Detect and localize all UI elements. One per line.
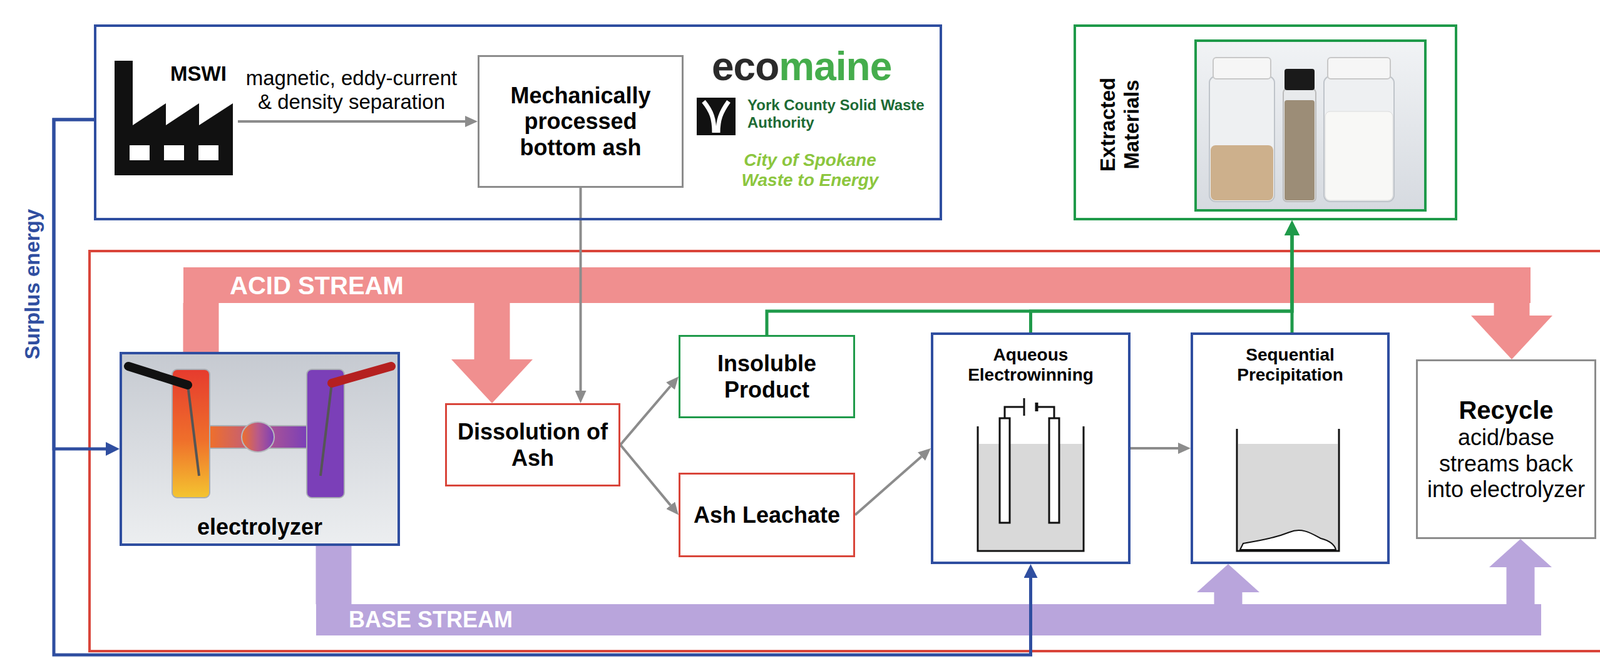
- electrode: [999, 418, 1010, 523]
- precipitate: [1240, 530, 1336, 550]
- sand-fraction: [1210, 145, 1274, 201]
- product-panel: Extracted Materials: [1073, 24, 1458, 221]
- icon-label: MSWI: [160, 61, 236, 86]
- process-note: magnetic, eddy-current & density separat…: [245, 66, 459, 114]
- node-label: Sequential Precipitation: [1198, 344, 1383, 385]
- beaker: [1236, 428, 1339, 551]
- stream-label: BASE STREAM: [348, 606, 513, 633]
- node-label: Mechanically processed bottom ash: [485, 82, 676, 161]
- battery-symbol: [1023, 398, 1026, 416]
- battery-symbol: [1035, 402, 1039, 412]
- powder-fraction: [1325, 111, 1393, 201]
- flow-arrow: [855, 456, 922, 515]
- process-box: Ash Leachate: [678, 472, 856, 558]
- logo-text: York County Solid Waste Authority: [747, 96, 936, 131]
- process-box: Sequential Precipitation: [1190, 332, 1390, 565]
- jar: [1323, 76, 1395, 202]
- factory-window: [198, 145, 219, 161]
- factory-window: [164, 145, 185, 161]
- panel-title: Extracted Materials: [1096, 61, 1144, 188]
- node-label: electrolyzer: [125, 513, 394, 540]
- product-arrow: [766, 235, 1293, 335]
- jar: [1209, 76, 1275, 202]
- wire: [1004, 406, 1055, 419]
- electrode: [320, 383, 332, 476]
- product-arrow: [1030, 235, 1293, 333]
- acid-tube: [172, 369, 210, 498]
- black-lead: [128, 366, 188, 385]
- incinerator-icon: MSWI: [112, 59, 238, 176]
- node-label: Recycle: [1422, 395, 1590, 425]
- stream-band-fill: [316, 604, 1542, 636]
- node-label: acid/base streams back into electrolyzer: [1422, 424, 1590, 503]
- logo-text: City of Spokane Waste to Energy: [722, 150, 898, 191]
- metal-fraction: [1284, 100, 1315, 201]
- source-panel: ecomaineYork County Solid Waste Authorit…: [93, 24, 943, 221]
- electrode: [187, 384, 200, 476]
- energy-line: [53, 119, 1031, 655]
- electrolyzer-cell: electrolyzer: [119, 351, 400, 546]
- node-label: Ash Leachate: [684, 502, 850, 528]
- node-label: Dissolution of Ash: [450, 418, 615, 471]
- stream-label: ACID STREAM: [229, 271, 404, 300]
- process-box: Dissolution of Ash: [445, 403, 621, 487]
- flow-arrow: [620, 386, 671, 446]
- stream-band-fill: [183, 267, 1531, 303]
- electrolyte: [979, 443, 1083, 550]
- product-arrow: [1290, 235, 1294, 333]
- jar-cap: [1213, 57, 1271, 79]
- energy-line: [53, 119, 106, 449]
- recycle-box: Recycleacid/base streams back into elect…: [1415, 359, 1597, 539]
- beaker: [977, 426, 1084, 551]
- flow-arrow: [620, 445, 671, 506]
- band-fills: [183, 267, 1542, 636]
- acid-flow: [474, 302, 511, 360]
- vial-cap: [1284, 68, 1315, 91]
- base-flow: [316, 545, 352, 605]
- energy-label: Surplus energy: [20, 209, 45, 360]
- york-logo-mark: [703, 101, 729, 133]
- base-stream-band: BASE STREAM: [316, 604, 1542, 636]
- acid-flow: [1494, 302, 1530, 316]
- jar-cap: [1327, 57, 1391, 79]
- output-box: Insoluble Product: [678, 334, 856, 419]
- base-tube: [306, 369, 345, 498]
- node-label: Insoluble Product: [684, 350, 850, 403]
- connectors: [53, 119, 1521, 655]
- acid-stream-band: ACID STREAM: [183, 267, 1531, 303]
- base-flow: [1506, 567, 1535, 605]
- flow-arrow: [237, 120, 466, 123]
- flow-arrow: [1130, 446, 1179, 450]
- electrolyzer-photo: [122, 354, 398, 544]
- acid-flow: [183, 302, 220, 352]
- logo-text: ecomaine: [711, 43, 892, 91]
- base-flow: [1214, 592, 1243, 605]
- electrode: [1049, 418, 1060, 523]
- vial: [1283, 88, 1316, 202]
- process-box: Aqueous Electrowinning: [930, 332, 1131, 565]
- york-logo: [696, 97, 736, 136]
- red-lead: [331, 366, 392, 384]
- cell-bulb: [241, 421, 275, 452]
- node-label: Aqueous Electrowinning: [938, 344, 1124, 385]
- solution: [1238, 443, 1338, 550]
- process-box: Mechanically processed bottom ash: [477, 55, 684, 188]
- factory-window: [129, 145, 150, 161]
- materials-photo: [1195, 40, 1426, 211]
